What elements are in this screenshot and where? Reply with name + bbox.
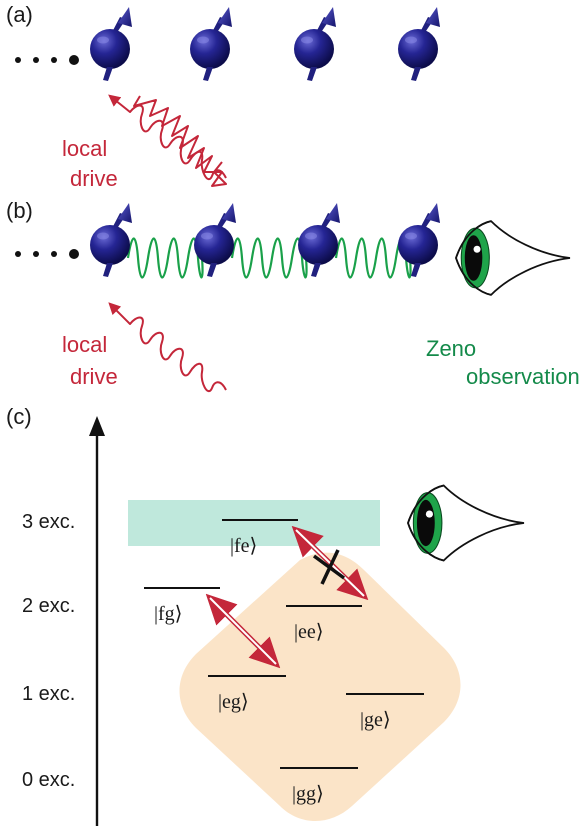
zeno-label-line2: observation — [466, 364, 580, 389]
panel-c: (c) 3 exc. 2 exc. 1 exc. 0 exc. |fe⟩ |fg… — [6, 404, 525, 826]
spin-1-icon — [90, 7, 132, 81]
coupling-spring-1 — [126, 237, 204, 279]
energy-axis-arrowhead — [89, 416, 105, 436]
ellipsis-dots — [15, 55, 79, 65]
exc-label-1: 1 exc. — [22, 683, 75, 705]
spin-2-icon — [190, 7, 232, 81]
coupling-spring-2 — [230, 237, 308, 279]
panel-b: (b) local drive Zeno observation — [6, 198, 580, 393]
drive-wave-icon — [108, 94, 227, 181]
eye-icon — [407, 484, 525, 562]
spin-1-icon — [90, 203, 132, 277]
spin-4-icon — [398, 7, 440, 81]
panel-a-label: (a) — [6, 2, 33, 27]
spin-4-icon — [398, 203, 440, 277]
state-label-ee: |ee⟩ — [294, 621, 324, 643]
eye-icon — [455, 220, 571, 296]
state-label-fg: |fg⟩ — [154, 603, 182, 625]
state-label-ge: |ge⟩ — [360, 709, 391, 731]
state-label-fe: |fe⟩ — [230, 535, 257, 557]
ellipsis-dots — [15, 249, 79, 259]
spin-3-icon — [298, 203, 340, 277]
drive-label-line1: local — [62, 332, 107, 357]
blocked-cross-icon — [312, 549, 346, 585]
state-label-eg: |eg⟩ — [218, 691, 249, 713]
drive-label-line1: local — [62, 136, 107, 161]
qubit-subspace-region — [179, 552, 461, 821]
spin-2-icon — [194, 203, 236, 277]
panel-c-label: (c) — [6, 404, 32, 429]
drive-label-line2: drive — [70, 364, 118, 389]
drive-label-line2: drive — [70, 166, 118, 191]
zeno-label-line1: Zeno — [426, 336, 476, 361]
exc-label-0: 0 exc. — [22, 769, 75, 791]
spin-3-icon — [294, 7, 336, 81]
state-label-gg: |gg⟩ — [292, 783, 324, 805]
drive-wave-icon — [108, 302, 227, 393]
drive-wave-icon — [133, 95, 227, 187]
exc-label-3: 3 exc. — [22, 511, 75, 533]
panel-a: (a) local drive — [6, 2, 440, 191]
exc-label-2: 2 exc. — [22, 595, 75, 617]
panel-b-label: (b) — [6, 198, 33, 223]
transition-fg-eg — [205, 593, 281, 669]
